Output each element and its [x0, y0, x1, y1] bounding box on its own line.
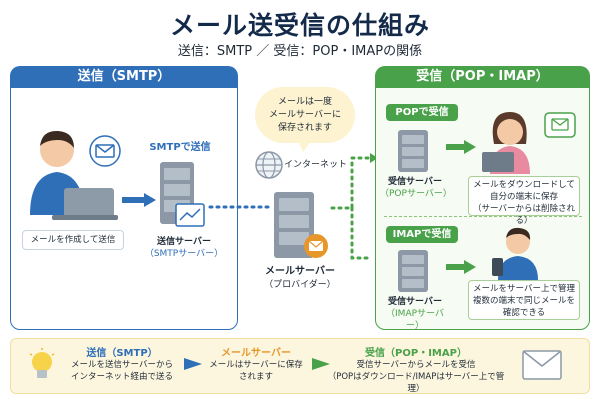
- arrow-icon: [446, 140, 476, 154]
- pop-note-line-3: （サーバーからは削除される）: [473, 204, 575, 226]
- laptop-icon: [64, 188, 114, 218]
- mail-icon: [522, 350, 562, 380]
- receive-panel-header: 受信（POP・IMAP）: [375, 66, 590, 88]
- imap-note-line-1: メールをサーバー上で管理: [473, 284, 575, 294]
- summary-send-head: 送信（SMTP）: [86, 348, 158, 359]
- storage-bubble: メールは一度 メールサーバーに 保存されます: [255, 87, 355, 143]
- bubble-tail: [298, 140, 312, 152]
- summary-server: メールサーバー メールはサーバーに保存 されます: [204, 344, 308, 383]
- bubble-line-1: メールは一度: [277, 97, 332, 107]
- connection-line-receive: [330, 153, 378, 260]
- server-icon: [160, 162, 205, 227]
- mail-icon: [89, 135, 121, 167]
- page-title: メール送受信の仕組み: [169, 11, 430, 40]
- pop-server-name: 受信サーバー: [388, 177, 442, 187]
- server-icon: [274, 192, 328, 258]
- pop-server-sub: （POPサーバー）: [380, 189, 452, 199]
- summary-send-line-1: メールを送信サーバーから: [71, 360, 173, 370]
- summary-send-line-2: インターネット経由で送る: [70, 372, 173, 382]
- receiver-person-icon: [492, 227, 538, 280]
- summary-panel: [10, 338, 590, 394]
- sender-person-icon: [30, 130, 118, 220]
- bubble-line-2: メールサーバーに: [269, 110, 341, 120]
- connection-line-send: [208, 205, 270, 209]
- internet-label: インターネット: [284, 160, 348, 170]
- imap-note-line-3: 確認できる: [502, 308, 546, 318]
- smartphone-icon: [492, 258, 503, 276]
- summary-receive-line-2: （POPはダウンロード/IMAPはサーバー上で管理）: [327, 372, 505, 394]
- summary-server-line-2: されます: [238, 372, 273, 382]
- receive-divider: [384, 216, 582, 217]
- page-subtitle: 送信：SMTP ／ 受信：POP・IMAPの関係: [177, 44, 423, 59]
- globe-icon: [255, 151, 283, 179]
- summary-send: 送信（SMTP） メールを送信サーバーから インターネット経由で送る: [62, 344, 182, 383]
- bubble-line-3: 保存されます: [277, 123, 332, 133]
- summary-receive-head: 受信（POP・IMAP）: [365, 348, 467, 359]
- summary-server-line-1: メールはサーバーに保存: [209, 360, 303, 370]
- summary-receive: 受信（POP・IMAP） 受信サーバーからメールを受信 （POPはダウンロード/…: [326, 344, 506, 395]
- receiver-person-icon: [482, 112, 530, 174]
- imap-server-sub: （IMAPサーバー）: [386, 309, 444, 331]
- lightbulb-icon: [29, 348, 55, 378]
- server-icon: [398, 130, 428, 172]
- send-server-name: 送信サーバー: [157, 237, 211, 247]
- send-panel-header: 送信（SMTP）: [10, 66, 238, 88]
- arrow-icon: [312, 358, 330, 370]
- compose-label: メールを作成して送信: [22, 230, 124, 250]
- imap-server-name: 受信サーバー: [388, 297, 442, 307]
- pop-chip: POPで受信: [386, 104, 458, 121]
- summary-receive-line-1: 受信サーバーからメールを受信: [356, 360, 476, 370]
- send-server-sub: （SMTPサーバー）: [144, 249, 224, 259]
- server-icon: [398, 250, 428, 292]
- pop-note: メールをダウンロードして 自分の端末に保存 （サーバーからは削除される）: [468, 176, 580, 226]
- pop-note-line-1: メールをダウンロードして: [473, 180, 575, 190]
- arrow-icon: [446, 260, 476, 274]
- arrow-icon: [122, 193, 156, 207]
- mail-server-name: メールサーバー: [265, 266, 335, 277]
- arrow-icon: [184, 358, 202, 370]
- smtp-label: SMTPで送信: [149, 142, 211, 153]
- mail-server-sub: （プロバイダー）: [264, 280, 336, 290]
- imap-note-line-2: 複数の端末で同じメールを: [472, 296, 575, 306]
- summary-server-head: メールサーバー: [221, 348, 291, 359]
- laptop-icon: [482, 152, 514, 172]
- pop-note-line-2: 自分の端末に保存: [489, 192, 558, 202]
- imap-chip: IMAPで受信: [386, 226, 458, 243]
- mail-icon: [544, 112, 576, 138]
- imap-note: メールをサーバー上で管理 複数の端末で同じメールを 確認できる: [468, 280, 580, 320]
